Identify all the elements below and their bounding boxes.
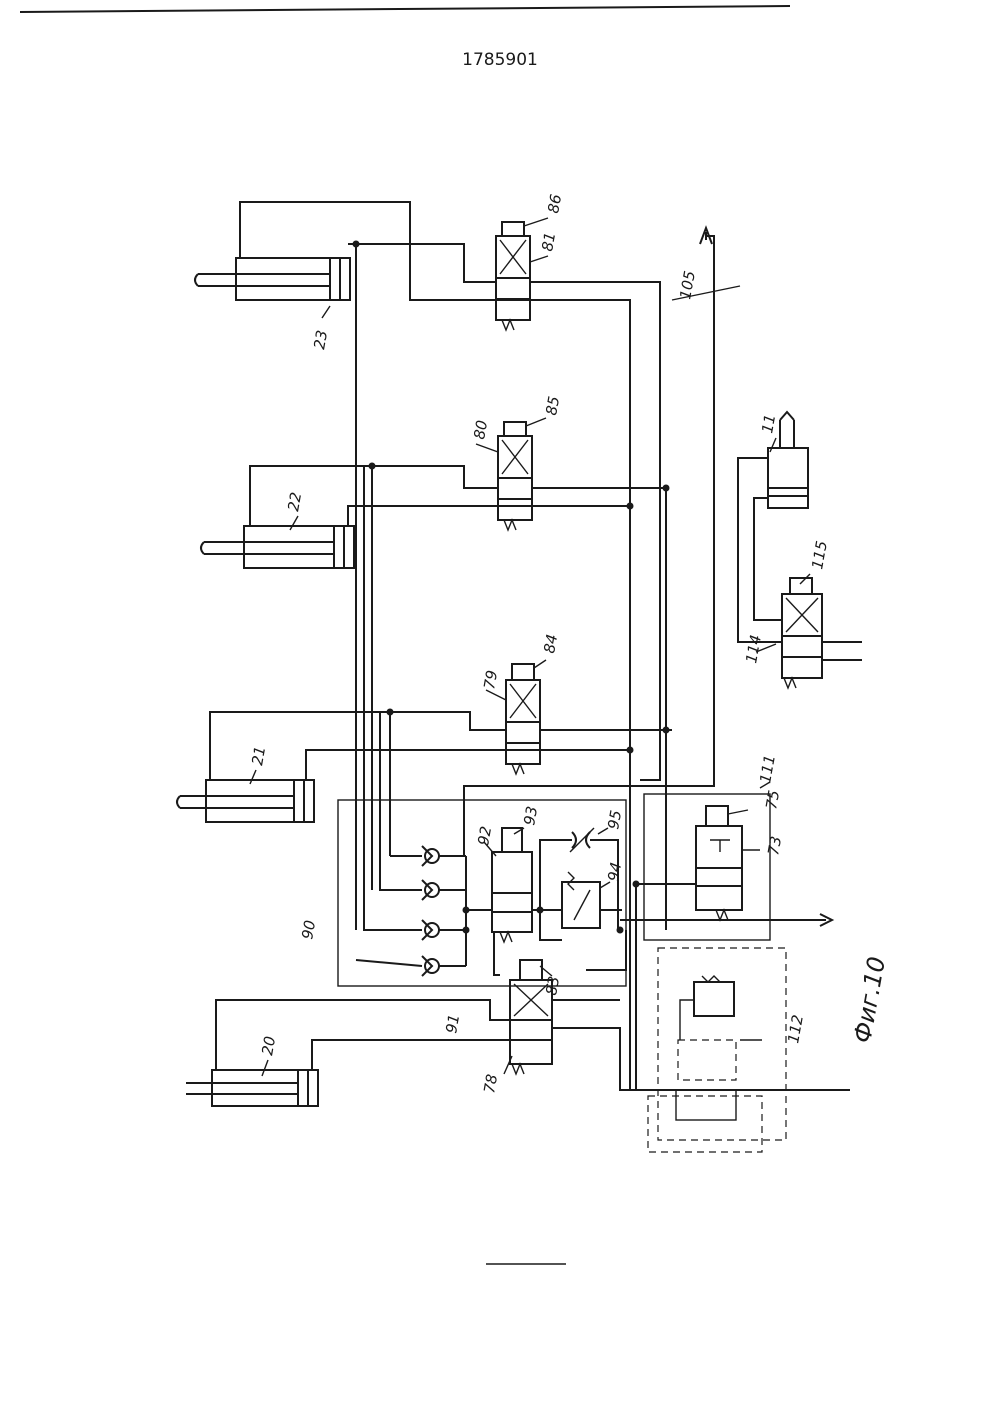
valve-80 (498, 422, 532, 530)
valve-73 (696, 806, 742, 920)
label-79: 79 (480, 669, 501, 691)
cylinder-22 (201, 526, 354, 568)
cylinder-20 (186, 1070, 318, 1106)
label-90: 90 (298, 919, 319, 941)
valve-114 (782, 578, 822, 688)
label-11: 11 (758, 413, 779, 435)
label-111: 111 (756, 753, 779, 784)
valve-79 (506, 664, 540, 774)
label-112: 112 (784, 1013, 807, 1044)
label-93: 93 (520, 805, 541, 827)
pipelines (210, 202, 862, 1090)
label-80: 80 (470, 419, 491, 441)
label-73: 73 (764, 835, 785, 857)
figure-caption: Фиг.10 (848, 954, 891, 1045)
label-85: 85 (542, 395, 563, 417)
valve-92 (492, 828, 532, 942)
label-75: 75 (762, 789, 783, 811)
label-115: 115 (808, 539, 831, 570)
cylinder-21 (177, 780, 314, 822)
check-valves (422, 846, 439, 976)
leader-lines (250, 218, 810, 1076)
page-border-line (20, 6, 790, 12)
label-86: 86 (544, 193, 565, 215)
pressure-valve-94 (562, 872, 600, 928)
label-78: 78 (480, 1073, 501, 1095)
label-20: 20 (258, 1035, 279, 1057)
valve-81 (496, 222, 530, 330)
dashed-block-112 (648, 948, 786, 1152)
label-92: 92 (474, 825, 495, 847)
label-91: 91 (442, 1013, 463, 1035)
label-105: 105 (676, 269, 699, 300)
label-21: 21 (248, 745, 269, 767)
label-22: 22 (284, 491, 305, 513)
label-83: 83 (542, 975, 563, 997)
label-95: 95 (604, 809, 625, 831)
label-94: 94 (604, 861, 625, 883)
label-84: 84 (540, 633, 561, 655)
cylinder-23 (195, 258, 350, 300)
label-114: 114 (742, 633, 765, 664)
label-23: 23 (310, 329, 331, 351)
label-81: 81 (538, 231, 559, 253)
